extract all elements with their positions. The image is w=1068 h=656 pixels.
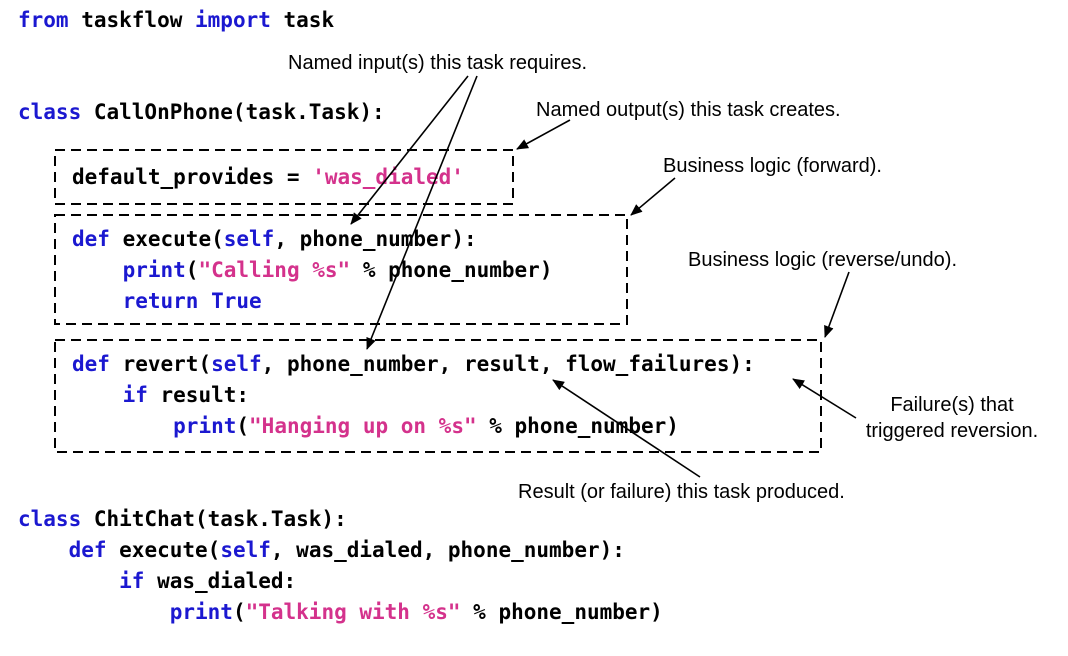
arrow-business-reverse-to-revert-box <box>824 271 850 338</box>
code-token: print <box>169 600 233 624</box>
code-token: self <box>220 538 271 562</box>
code-token: from <box>18 8 69 32</box>
code-token: self <box>223 227 275 251</box>
code-token: task <box>270 8 335 32</box>
code-token: default_provides = <box>72 165 313 189</box>
code-token: % phone_number) <box>460 600 663 624</box>
code-token: print <box>122 258 186 282</box>
code-token: ( <box>185 258 199 282</box>
code-line-default-provides: default_provides = 'was_dialed' <box>72 165 464 189</box>
code-token: if <box>119 569 145 593</box>
code-token: if <box>122 383 148 407</box>
annotation-named-inputs: Named input(s) this task requires. <box>288 52 588 74</box>
code-token: "Calling %s" <box>198 258 351 282</box>
code-line-print-hangup: print("Hanging up on %s" % phone_number) <box>72 414 679 438</box>
arrow-business-forward-to-execute-box <box>630 177 676 216</box>
arrow-failures-to-flow-failures <box>792 378 857 419</box>
code-line-class-callonphone: class CallOnPhone(task.Task): <box>18 100 385 124</box>
code-token: ChitChat(task.Task): <box>81 507 347 531</box>
code-token: ( <box>232 600 246 624</box>
code-line-class-chitchat: class ChitChat(task.Task): <box>18 507 347 531</box>
code-token: , phone_number, result, flow_failures): <box>261 352 755 376</box>
code-token: "Hanging up on %s" <box>249 414 477 438</box>
code-token: return <box>122 289 199 313</box>
code-token: class <box>18 507 82 531</box>
code-token: was_dialed: <box>144 569 297 593</box>
code-line-print-talking: print("Talking with %s" % phone_number) <box>18 600 663 624</box>
arrow-named-outputs-to-provides-box <box>516 119 571 150</box>
code-token <box>72 414 173 438</box>
code-token <box>198 289 211 313</box>
annotation-failures: Failure(s) that triggered reversion. <box>865 394 1039 442</box>
code-token <box>18 600 170 624</box>
code-token <box>72 289 123 313</box>
annotation-result: Result (or failure) this task produced. <box>518 481 845 503</box>
code-token: CallOnPhone(task.Task): <box>81 100 385 124</box>
code-token <box>18 538 69 562</box>
code-line-print-calling: print("Calling %s" % phone_number) <box>72 258 553 282</box>
code-token: execute( <box>106 538 221 562</box>
code-token: % phone_number) <box>476 414 679 438</box>
code-token: ( <box>236 414 250 438</box>
code-token: execute( <box>109 227 224 251</box>
code-token: revert( <box>109 352 212 376</box>
code-line-def-revert: def revert(self, phone_number, result, f… <box>72 352 755 376</box>
code-token: , phone_number): <box>274 227 477 251</box>
code-token: "Talking with %s" <box>245 600 461 624</box>
arrow-named-inputs-to-execute <box>350 75 469 225</box>
code-token <box>72 258 123 282</box>
code-line-return-true: return True <box>72 289 262 313</box>
code-token <box>72 383 123 407</box>
annotation-named-outputs: Named output(s) this task creates. <box>536 99 841 121</box>
code-token: import <box>195 8 271 32</box>
annotation-business-reverse: Business logic (reverse/undo). <box>688 249 958 271</box>
code-line-def-execute2: def execute(self, was_dialed, phone_numb… <box>18 538 625 562</box>
code-token: result: <box>147 383 250 407</box>
code-token: taskflow <box>68 8 196 32</box>
code-token: self <box>211 352 262 376</box>
code-line-if-was-dialed: if was_dialed: <box>18 569 296 593</box>
code-token: % phone_number) <box>350 258 553 282</box>
code-token: 'was_dialed' <box>312 165 464 189</box>
code-token: def <box>72 352 110 376</box>
code-token: print <box>173 414 237 438</box>
code-token: def <box>68 538 107 562</box>
code-line-if-result: if result: <box>72 383 249 407</box>
code-line-import: from taskflow import task <box>18 8 334 32</box>
annotation-business-forward: Business logic (forward). <box>663 155 882 177</box>
code-line-def-execute: def execute(self, phone_number): <box>72 227 477 251</box>
code-token: def <box>72 227 110 251</box>
code-token: , was_dialed, phone_number): <box>270 538 625 562</box>
code-token <box>18 569 119 593</box>
code-token: True <box>211 289 262 313</box>
code-token: class <box>18 100 82 124</box>
